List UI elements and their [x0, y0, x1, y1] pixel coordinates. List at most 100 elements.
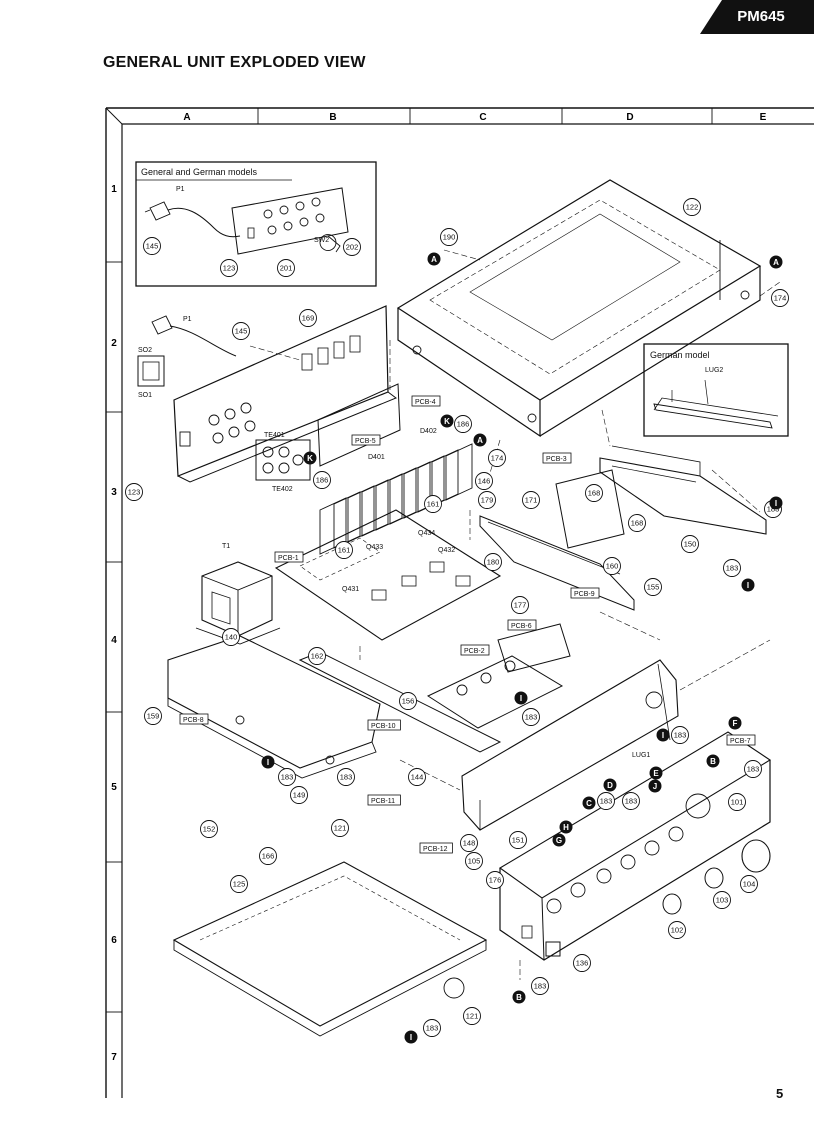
callout-155: 155: [644, 578, 662, 596]
grid-row-1: 1: [111, 184, 117, 195]
callout-number: 102: [671, 926, 684, 935]
callout-183: 183: [337, 768, 355, 786]
callout-number: 155: [647, 583, 660, 592]
callout-162: 162: [308, 647, 326, 665]
control-pcb: [426, 623, 571, 729]
marker-letter: A: [773, 258, 779, 267]
callout-136: 136: [573, 954, 591, 972]
grid-row-5: 5: [111, 782, 117, 793]
marker-letter: A: [431, 255, 437, 264]
marker-letter: J: [653, 782, 657, 791]
pcb-label-8: PCB-8: [179, 713, 209, 725]
callout-174: 174: [771, 289, 789, 307]
pcb-label-3: PCB-3: [542, 452, 572, 464]
callout-number: 183: [426, 1024, 439, 1033]
callout-105: 105: [465, 852, 483, 870]
marker-letter: I: [662, 731, 664, 740]
heatsink-assembly: [317, 383, 473, 555]
marker-i: I: [769, 496, 783, 510]
marker-d: D: [603, 778, 617, 792]
marker-i: I: [514, 691, 528, 705]
callout-176: 176: [486, 871, 504, 889]
rear-panel: [137, 305, 398, 483]
callout-number: 202: [346, 243, 359, 252]
callout-number: 105: [468, 857, 481, 866]
callout-number: 136: [576, 959, 589, 968]
grid-col-e: E: [760, 112, 767, 123]
pcb-label-text: PCB-2: [464, 648, 485, 655]
callout-number: 174: [491, 454, 504, 463]
component-label-p1a: P1: [176, 186, 185, 193]
callout-186: 186: [454, 415, 472, 433]
callout-number: 161: [427, 500, 440, 509]
component-label-te401: TE401: [264, 432, 285, 439]
callout-number: 151: [512, 836, 525, 845]
callout-101: 101: [728, 793, 746, 811]
callout-183: 183: [622, 792, 640, 810]
knobs: [545, 839, 771, 957]
pcb-label-text: PCB-4: [415, 399, 436, 406]
callout-103: 103: [713, 891, 731, 909]
marker-letter: G: [556, 836, 562, 845]
side-bracket: [599, 445, 767, 535]
grid-row-4: 4: [111, 635, 117, 646]
callout-number: 179: [481, 496, 494, 505]
callout-156: 156: [399, 692, 417, 710]
callout-number: 183: [340, 773, 353, 782]
callout-number: 183: [534, 982, 547, 991]
page-title: GENERAL UNIT EXPLODED VIEW: [103, 54, 366, 71]
front-panel: [498, 731, 772, 961]
callout-number: 180: [487, 558, 500, 567]
marker-letter: F: [733, 719, 738, 728]
grid-labels: A B C D E 1 2 3 4 5 6 7: [111, 112, 766, 1063]
callout-number: 159: [147, 712, 160, 721]
callout-183: 183: [522, 708, 540, 726]
marker-a: A: [769, 255, 783, 269]
marker-letter: B: [710, 757, 716, 766]
component-label-t1: T1: [222, 543, 230, 550]
callout-125: 125: [230, 875, 248, 893]
callout-number: 168: [631, 519, 644, 528]
marker-b: B: [512, 990, 526, 1004]
grid-col-d: D: [626, 112, 633, 123]
pcb-label-1: PCB-1: [274, 551, 304, 563]
callout-183: 183: [278, 768, 296, 786]
marker-letter: C: [586, 799, 592, 808]
pcb-label-7: PCB-7: [726, 734, 756, 746]
component-label-so1: SO1: [138, 392, 152, 399]
callout-number: 183: [674, 731, 687, 740]
callout-number: 125: [233, 880, 246, 889]
grid-col-b: B: [329, 112, 336, 123]
marker-letter: H: [563, 823, 569, 832]
callout-183: 183: [723, 559, 741, 577]
callout-152: 152: [200, 820, 218, 838]
component-label-lug1: LUG1: [632, 752, 650, 759]
callout-104: 104: [740, 875, 758, 893]
pcb-label-text: PCB-10: [371, 723, 396, 730]
pcb-label-12: PCB-12: [419, 842, 453, 854]
marker-a: A: [473, 433, 487, 447]
callout-201: 201: [277, 259, 295, 277]
marker-f: F: [728, 716, 742, 730]
component-label-d402: D402: [420, 428, 437, 435]
callout-number: 183: [625, 797, 638, 806]
page-number: 5: [776, 1086, 784, 1101]
inset-general-title: General and German models: [141, 167, 258, 177]
pcb-label-text: PCB-11: [371, 798, 395, 805]
callout-166: 166: [259, 847, 277, 865]
callout-180: 180: [484, 553, 502, 571]
callout-number: 121: [334, 824, 347, 833]
marker-letter: K: [307, 454, 313, 463]
component-label-q431: Q431: [342, 586, 359, 593]
callout-number: 161: [338, 546, 351, 555]
callout-number: 152: [203, 825, 216, 834]
callout-183: 183: [597, 792, 615, 810]
callout-202: 202: [343, 238, 361, 256]
inset-german-title: German model: [650, 350, 710, 360]
callout-179: 179: [478, 491, 496, 509]
callout-146: 146: [475, 472, 493, 490]
callout-number: 201: [280, 264, 293, 273]
callout-122: 122: [683, 198, 701, 216]
